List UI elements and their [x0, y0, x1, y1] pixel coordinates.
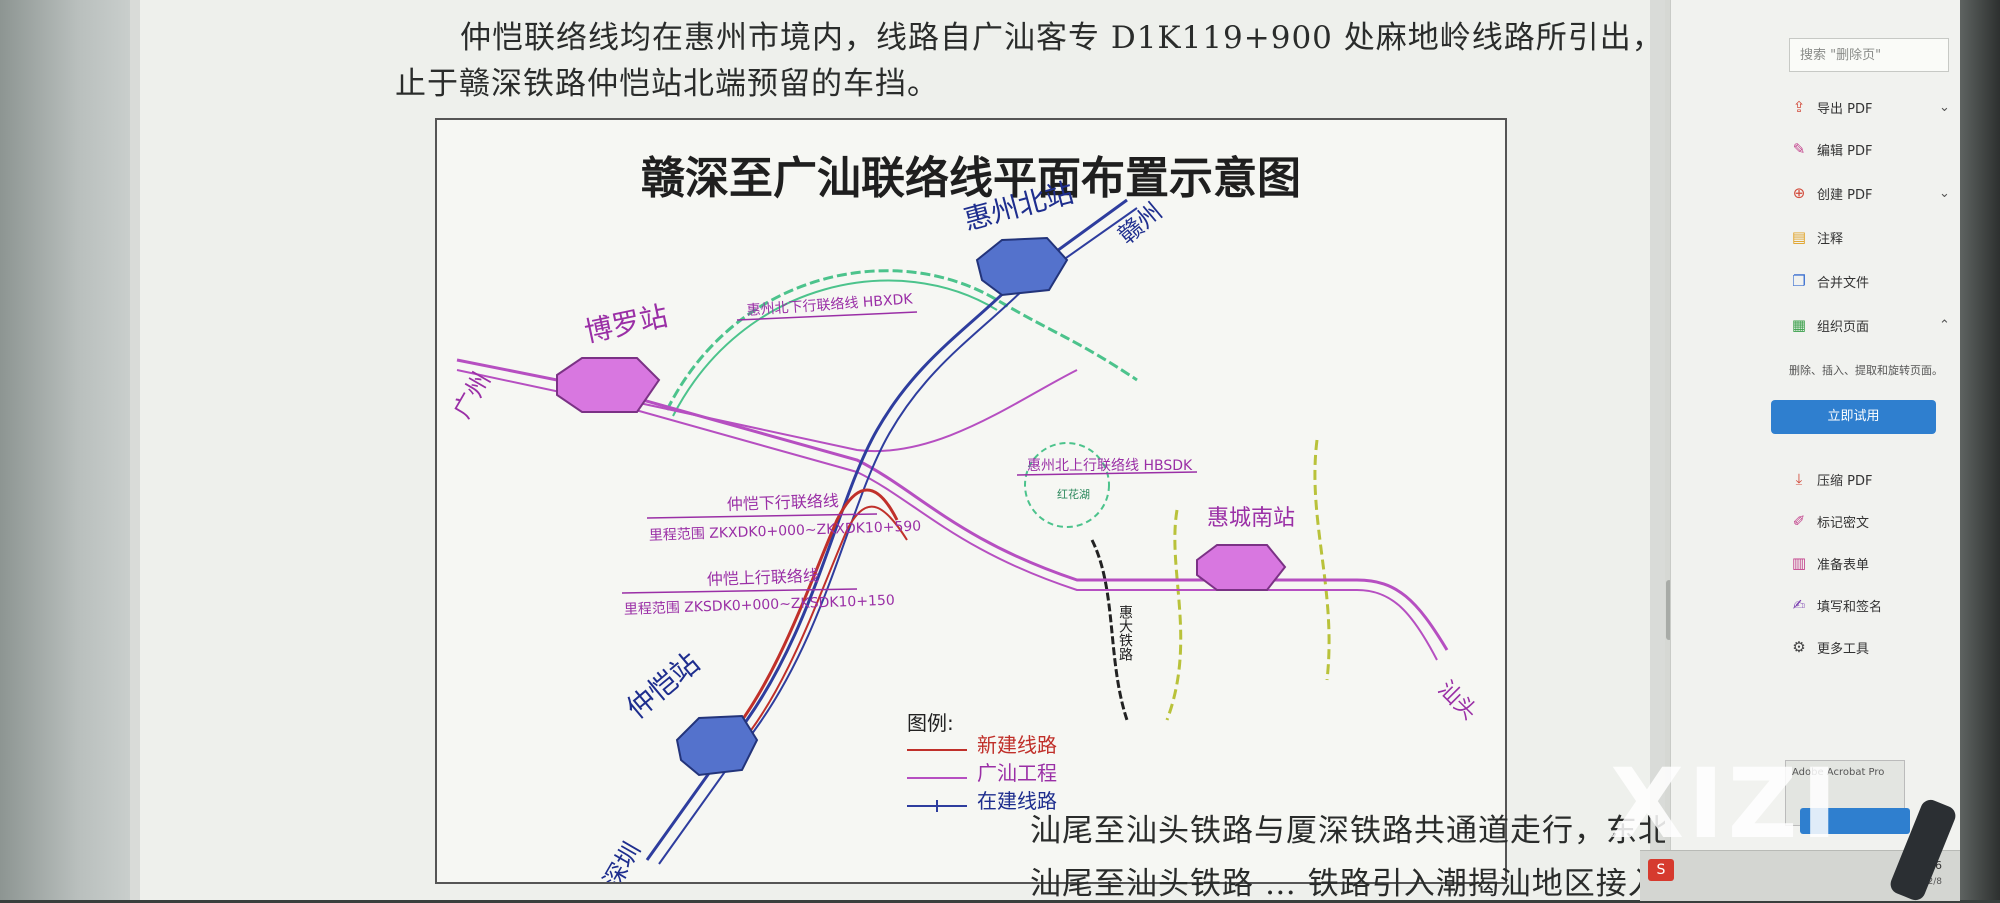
huida-railway — [1090, 539, 1129, 721]
guangshan-branch — [606, 369, 1078, 453]
scrollbar-thumb[interactable] — [1666, 580, 1672, 640]
line-label-hzb-up: 惠州北上行联络线 HBSDK — [1027, 458, 1193, 474]
direction-label-guangzhou: 广州 — [448, 367, 496, 423]
station-label-huicheng-south: 惠城南站 — [1207, 506, 1295, 531]
line-label-huida: 惠大铁路 — [1117, 605, 1133, 661]
paragraph-line: 止于赣深铁路仲恺站北端预留的车挡。 — [395, 66, 939, 102]
monitor-bezel-left — [0, 0, 130, 900]
leader-line — [646, 513, 878, 519]
tool-label: 导出 PDF — [1817, 101, 1873, 117]
chevron-down-icon[interactable]: ⌄ — [1939, 99, 1950, 115]
tool-comment[interactable]: ▤ 注释 — [1789, 222, 1843, 252]
watermark-logo: XIZI — [1610, 748, 1842, 860]
organize-description: 删除、插入、提取和旋转页面。 — [1789, 364, 1943, 377]
compress-icon: ⤓ — [1795, 470, 1803, 488]
more-tools-icon: ⚙ — [1792, 638, 1806, 656]
redact-icon: ✐ — [1792, 512, 1806, 530]
tool-more[interactable]: ⚙ 更多工具 — [1789, 632, 1869, 662]
legend-under-construction: 在建线路 — [977, 789, 1057, 813]
tool-edit-pdf[interactable]: ✎ 编辑 PDF — [1789, 134, 1873, 164]
comment-icon: ▤ — [1791, 228, 1807, 246]
document-page: 仲恺联络线均在惠州市境内，线路自广汕客专 D1K119+900 处麻地岭线路所引… — [140, 0, 1797, 902]
huizhou-north-station-shape — [975, 236, 1069, 297]
station-label-zhongkai: 仲恺站 — [620, 646, 706, 725]
tool-label: 更多工具 — [1817, 641, 1870, 657]
line-label-hzb-down: 惠州北下行联络线 HBXDK — [746, 291, 914, 319]
tool-label: 注释 — [1817, 231, 1844, 247]
lake-outline — [1024, 442, 1110, 528]
tool-label: 准备表单 — [1817, 557, 1870, 573]
try-now-button[interactable]: 立即试用 — [1771, 400, 1936, 434]
station-label-huizhou-north: 惠州北站 — [960, 176, 1077, 237]
line-label-zk-up-range: 里程范围 ZKSDK0+000~ZKSDK10+150 — [624, 592, 895, 618]
tool-label: 组织页面 — [1817, 319, 1870, 335]
leader-line — [621, 588, 858, 594]
export-pdf-icon: ⇪ — [1792, 98, 1806, 116]
figure-title: 赣深至广汕联络线平面布置示意图 — [641, 153, 1301, 204]
paragraph-line: 汕尾至汕头铁路 … 铁路引入潮揭汕地区接入汕 — [1030, 866, 1692, 902]
tool-label: 编辑 PDF — [1817, 143, 1873, 159]
new-line — [725, 488, 899, 741]
tool-organize[interactable]: ▦ 组织页面 ⌃ — [1789, 310, 1950, 340]
green-line-2 — [672, 279, 998, 417]
tool-compress[interactable]: ⤓ 压缩 PDF — [1789, 464, 1873, 494]
tool-label: 压缩 PDF — [1817, 473, 1873, 489]
ime-icon[interactable]: S — [1648, 859, 1674, 881]
tool-label: 填写和签名 — [1817, 599, 1883, 615]
line-label-zk-down-range: 里程范围 ZKXDK0+000~ZKXDK10+590 — [649, 517, 922, 543]
edit-pdf-icon: ✎ — [1792, 140, 1806, 158]
create-pdf-icon: ⊕ — [1792, 184, 1806, 202]
legend-new-line: 新建线路 — [977, 733, 1057, 757]
new-line-2 — [736, 505, 908, 749]
tool-fill-sign[interactable]: ✍ 填写和签名 — [1789, 590, 1882, 620]
sign-icon: ✍ — [1792, 596, 1806, 614]
boluo-station-shape — [556, 357, 661, 413]
document-scrollbar[interactable] — [1665, 0, 1673, 900]
direction-label-shantou: 汕头 — [1433, 677, 1482, 726]
line-label-zk-up: 仲恺上行联络线 — [706, 566, 819, 589]
zhongkai-station-shape — [675, 714, 759, 777]
line-label-zk-down: 仲恺下行联络线 — [726, 491, 839, 514]
tool-label: 合并文件 — [1817, 275, 1870, 291]
under-construction-line-2 — [658, 207, 1138, 865]
paragraph-line: 仲恺联络线均在惠州市境内，线路自广汕客专 D1K119+900 处麻地岭线路所引… — [460, 20, 1664, 56]
station-label-boluo: 博罗站 — [582, 299, 671, 349]
chevron-up-icon[interactable]: ⌃ — [1939, 317, 1950, 333]
tool-redact[interactable]: ✐ 标记密文 — [1789, 506, 1869, 536]
form-icon: ▥ — [1791, 554, 1807, 572]
tool-label: 创建 PDF — [1817, 187, 1873, 203]
leader-line — [736, 311, 918, 321]
leader-line — [1016, 471, 1198, 476]
tool-create-pdf[interactable]: ⊕ 创建 PDF ⌄ — [1789, 178, 1950, 208]
legend-title: 图例: — [907, 711, 954, 735]
tool-prepare-form[interactable]: ▥ 准备表单 — [1789, 548, 1869, 578]
chevron-down-icon[interactable]: ⌄ — [1939, 185, 1950, 201]
yellow-line-2 — [1313, 439, 1331, 681]
tools-sidebar: 搜索 "删除页" ⇪ 导出 PDF ⌄ ✎ 编辑 PDF ⊕ 创建 PDF ⌄ … — [1670, 0, 1961, 900]
green-line — [665, 269, 1138, 411]
document-viewport[interactable]: 仲恺联络线均在惠州市境内，线路自广汕客专 D1K119+900 处麻地岭线路所引… — [130, 0, 1797, 902]
railway-layout-figure: 赣深至广汕联络线平面布置示意图 — [435, 118, 1507, 884]
promo-text: Adobe Acrobat Pro — [1792, 767, 1885, 778]
combine-icon: ❐ — [1792, 272, 1806, 290]
direction-label-shenzhen: 深圳 — [598, 837, 646, 882]
railway-diagram: 博罗站 惠州北站 惠城南站 仲恺站 广州 赣州 汕头 深圳 惠州北下行联络线 H… — [448, 176, 1482, 882]
tool-export-pdf[interactable]: ⇪ 导出 PDF ⌄ — [1789, 92, 1950, 122]
promo-button[interactable] — [1800, 808, 1910, 834]
yellow-line — [1165, 509, 1183, 721]
guangshan-line — [456, 358, 1449, 651]
huicheng-south-station-shape — [1196, 544, 1287, 591]
monitor-bezel-right — [1960, 0, 2000, 900]
legend-guangshan: 广汕工程 — [977, 761, 1057, 785]
under-construction-line — [645, 198, 1128, 861]
tool-label: 标记密文 — [1817, 515, 1870, 531]
lake-label: 红花湖 — [1057, 488, 1090, 501]
tool-search-input[interactable]: 搜索 "删除页" — [1789, 38, 1949, 72]
tool-combine[interactable]: ❐ 合并文件 — [1789, 266, 1869, 296]
organize-icon: ▦ — [1791, 316, 1807, 334]
guangshan-line-2 — [456, 369, 1438, 661]
